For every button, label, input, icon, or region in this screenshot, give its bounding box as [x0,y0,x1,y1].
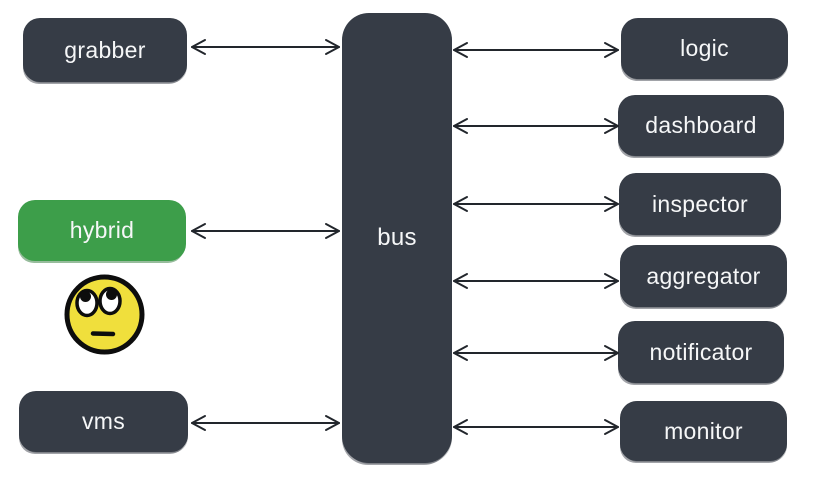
node-monitor-label: monitor [664,417,743,444]
connector-bus-monitor[interactable] [451,416,621,438]
node-monitor[interactable]: monitor [620,401,787,461]
node-notificator[interactable]: notificator [618,321,784,383]
node-hybrid-label: hybrid [69,217,135,243]
rolling-eyes-emoji-icon[interactable] [62,272,147,357]
node-aggregator[interactable]: aggregator [620,245,787,307]
node-notificator-label: notificator [649,338,753,365]
connector-grabber-bus[interactable] [189,36,342,58]
node-logic-label: logic [680,35,729,61]
node-grabber[interactable]: grabber [23,18,187,82]
node-hybrid[interactable]: hybrid [18,200,186,261]
node-inspector[interactable]: inspector [619,173,781,235]
connector-bus-aggregator[interactable] [451,270,621,292]
node-vms-label: vms [81,408,126,434]
node-logic[interactable]: logic [621,18,788,79]
emoji-right-pupil [106,289,117,300]
node-vms[interactable]: vms [19,391,188,452]
connector-bus-logic[interactable] [451,39,621,61]
node-bus[interactable]: bus [342,13,452,463]
emoji-left-pupil [80,291,91,302]
node-grabber-label: grabber [64,36,146,63]
connector-bus-dashboard[interactable] [451,115,621,137]
connector-bus-notificator[interactable] [451,342,621,364]
connector-bus-inspector[interactable] [451,193,621,215]
connector-vms-bus[interactable] [189,412,342,434]
emoji-face [64,274,145,355]
node-dashboard-label: dashboard [645,112,757,138]
node-inspector-label: inspector [651,190,749,217]
emoji-mouth [90,331,116,337]
connector-hybrid-bus[interactable] [189,220,342,242]
node-aggregator-label: aggregator [646,262,761,289]
node-dashboard[interactable]: dashboard [618,95,784,156]
node-bus-label: bus [377,224,417,251]
